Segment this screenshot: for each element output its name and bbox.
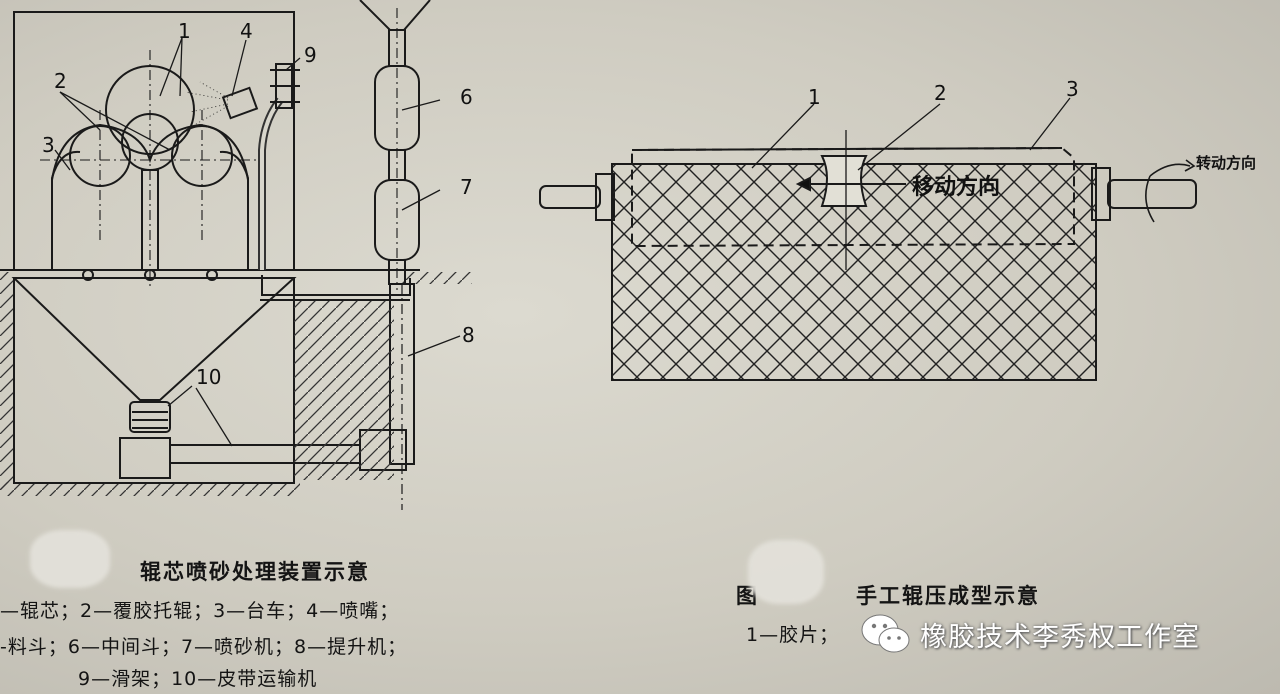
callout-7: 7: [460, 175, 473, 199]
callout-1: 1: [178, 19, 191, 43]
callout-6: 6: [460, 85, 473, 109]
right-legend-line: 1—胶片；: [746, 624, 840, 646]
callout-r2: 2: [934, 81, 947, 105]
callout-4: 4: [240, 19, 253, 43]
roll-forming-diagram: [539, 97, 1197, 381]
obscured-figure-number: [30, 530, 110, 588]
left-callouts: 1 2 3 4 6 7 8 9 10: [42, 19, 475, 389]
sandblast-device-diagram: [0, 0, 472, 510]
left-caption-title: 辊芯喷砂处理装置示意: [140, 560, 370, 584]
callout-r1: 1: [808, 85, 821, 109]
callout-r3: 3: [1066, 77, 1079, 101]
left-legend-line-1: —辊芯；2—覆胶托辊；3—台车；4—喷嘴；: [0, 600, 400, 622]
obscured-figure-number-right: [748, 540, 824, 604]
callout-9: 9: [304, 43, 317, 67]
rotate-direction-label: 转动方向: [1196, 154, 1256, 172]
right-callouts: 1 2 3 移动方向 转动方向: [808, 77, 1256, 200]
right-caption-title: 手工辊压成型示意: [856, 584, 1040, 608]
left-legend-line-2: -料斗；6—中间斗；7—喷砂机；8—提升机；: [0, 636, 408, 658]
callout-8: 8: [462, 323, 475, 347]
callout-10: 10: [196, 365, 221, 389]
wechat-icon: [861, 614, 910, 653]
watermark-text: 橡胶技术李秀权工作室: [920, 621, 1200, 653]
callout-3: 3: [42, 133, 55, 157]
left-legend-line-3: 9—滑架；10—皮带运输机: [78, 668, 318, 690]
callout-2: 2: [54, 69, 67, 93]
move-direction-label: 移动方向: [912, 174, 1000, 200]
watermark: 橡胶技术李秀权工作室: [860, 612, 1200, 656]
